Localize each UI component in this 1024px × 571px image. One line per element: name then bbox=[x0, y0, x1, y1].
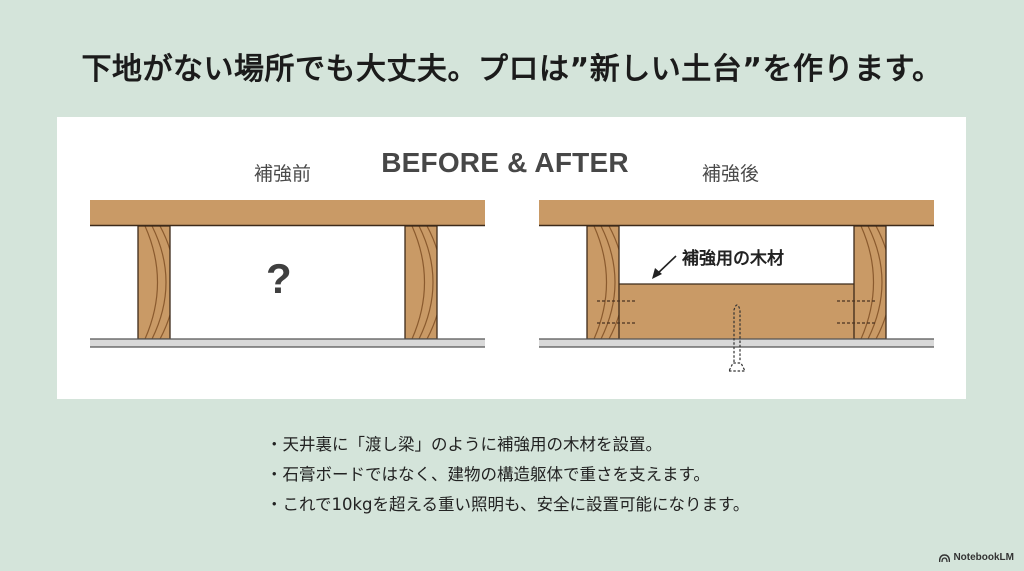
watermark-label: NotebookLM bbox=[953, 552, 1014, 563]
after-caption: 補強後 bbox=[702, 163, 760, 185]
reinforcement-callout-label: 補強用の木材 bbox=[682, 249, 784, 269]
callout-arrow-icon bbox=[652, 255, 677, 279]
bullet-item: ・これで10kgを超える重い照明も、安全に設置可能になります。 bbox=[266, 495, 750, 514]
gypsum-board bbox=[90, 338, 485, 348]
stud-right bbox=[854, 226, 886, 339]
top-beam bbox=[539, 200, 934, 226]
bullet-item: ・石膏ボードではなく、建物の構造躯体で重さを支えます。 bbox=[266, 465, 710, 484]
before-after-heading: BEFORE & AFTER bbox=[381, 147, 629, 178]
notebooklm-logo-icon bbox=[939, 553, 951, 562]
slide-title: 下地がない場所でも大丈夫。プロは”新しい土台”を作ります。 bbox=[81, 52, 943, 87]
bullet-item: ・天井裏に「渡し梁」のように補強用の木材を設置。 bbox=[266, 435, 662, 454]
stud-left bbox=[138, 226, 170, 339]
bullet-list: ・天井裏に「渡し梁」のように補強用の木材を設置。 ・石膏ボードではなく、建物の構… bbox=[266, 430, 749, 520]
diagram-panel bbox=[57, 117, 966, 399]
hidden-nails bbox=[597, 300, 876, 324]
notebooklm-watermark: NotebookLM bbox=[939, 552, 1014, 563]
after-diagram bbox=[539, 200, 934, 372]
screw-icon bbox=[728, 304, 746, 372]
stud-left bbox=[587, 226, 619, 339]
reinforcement-block bbox=[619, 284, 854, 339]
top-beam bbox=[90, 200, 485, 226]
stud-right bbox=[405, 226, 437, 339]
before-caption: 補強前 bbox=[254, 163, 312, 185]
gypsum-board bbox=[539, 338, 934, 348]
before-diagram bbox=[90, 200, 485, 348]
question-mark: ? bbox=[266, 255, 292, 302]
